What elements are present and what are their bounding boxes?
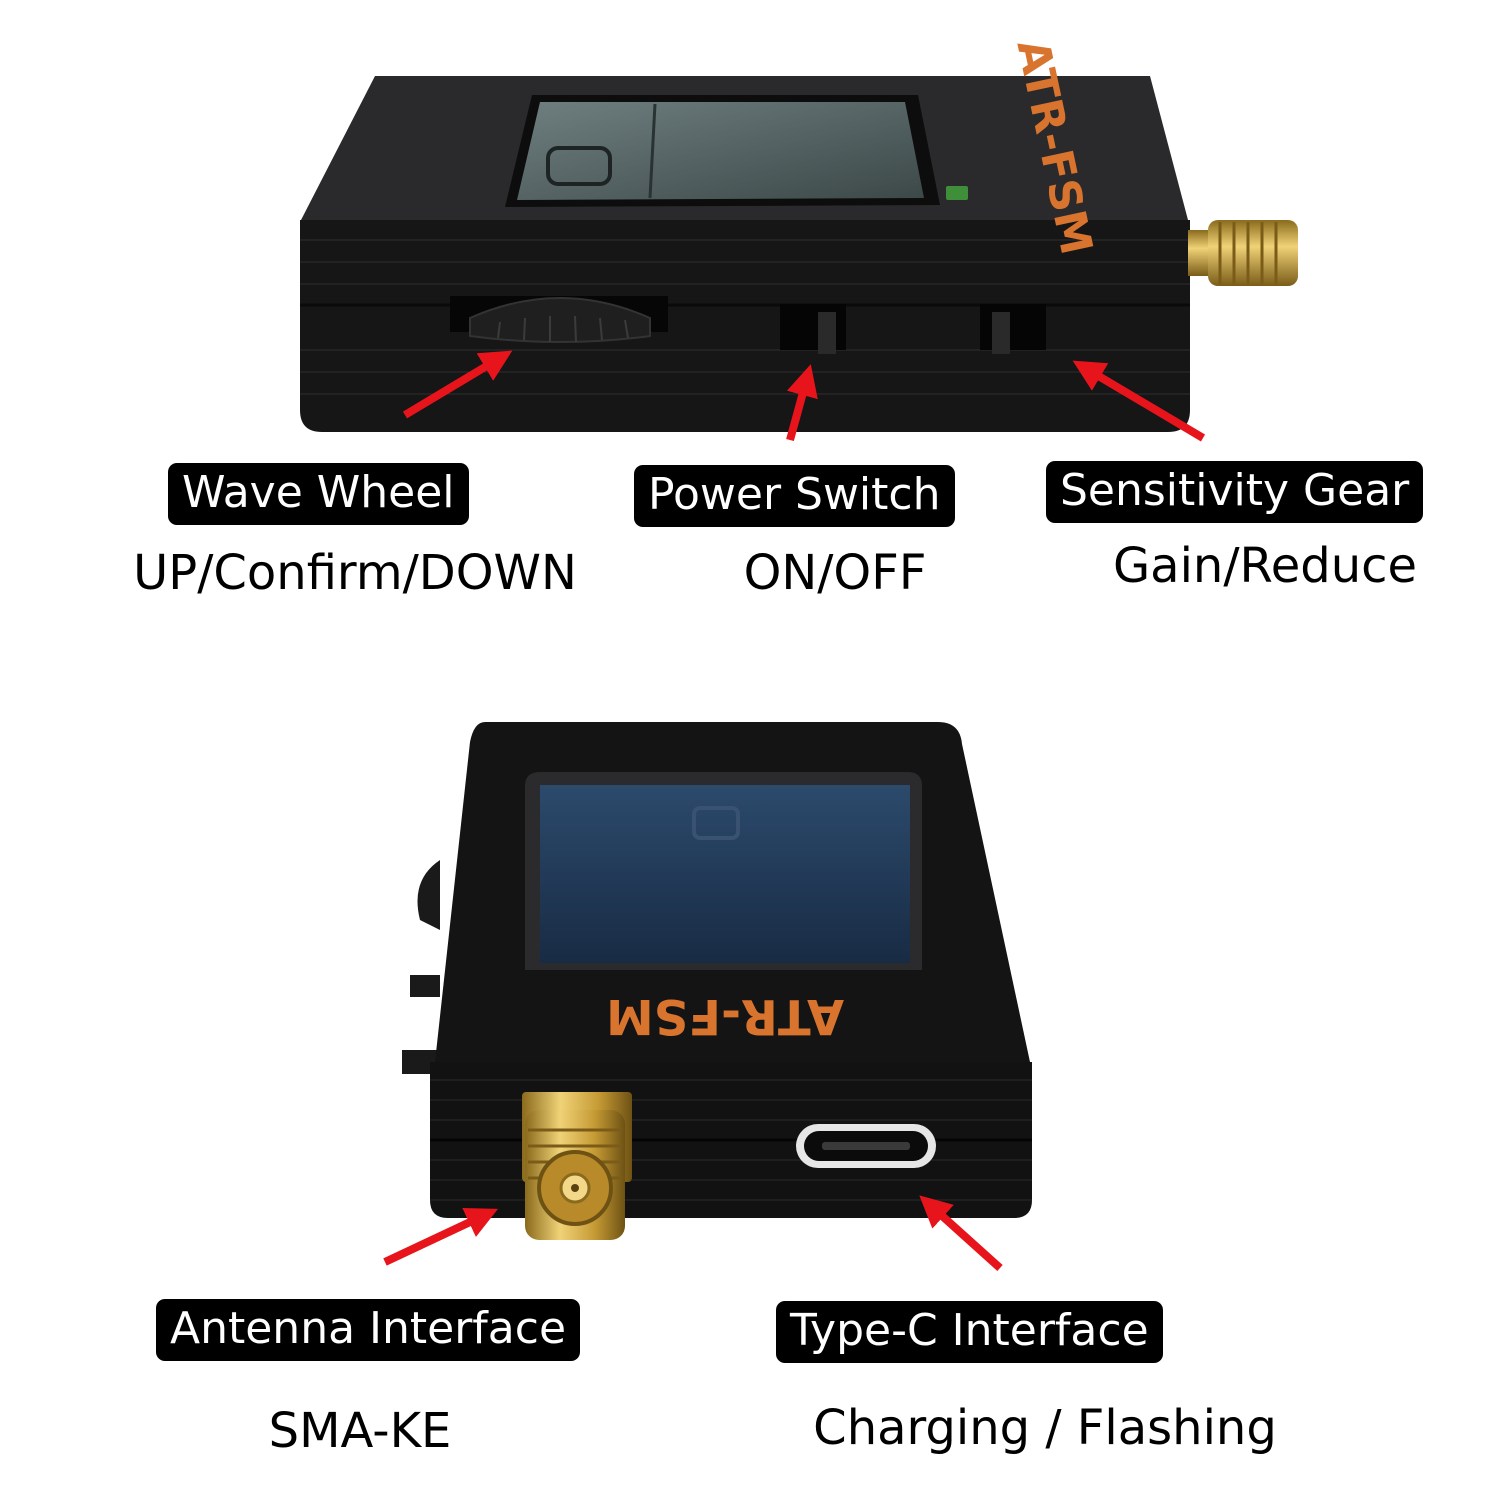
wave-wheel-side	[417, 860, 440, 930]
sensitivity-gear-description: Gain/Reduce	[1112, 538, 1418, 594]
arrow-wave-wheel	[402, 350, 513, 419]
wave-wheel[interactable]	[469, 297, 651, 343]
arrow-sensitivity-gear	[1072, 360, 1206, 442]
screen	[517, 102, 924, 200]
wave-wheel-description: UP/Confirm/DOWN	[133, 545, 577, 601]
antenna-interface-title: Antenna Interface	[156, 1299, 581, 1361]
arrow-type-c-interface	[919, 1195, 1003, 1271]
bottom-device: ATR-FSM	[402, 722, 1032, 1240]
top-device: ATR-FSM	[300, 35, 1298, 432]
screen-icon	[692, 806, 740, 840]
power-switch-description: ON/OFF	[743, 545, 927, 601]
antenna-connector-top	[1188, 220, 1298, 286]
antenna-interface-connector	[522, 1092, 632, 1240]
type-c-interface-description: Charging / Flashing	[813, 1400, 1277, 1456]
arrow-power-switch	[786, 364, 818, 442]
sensitivity-gear-knob[interactable]	[992, 312, 1010, 354]
arrow-antenna-interface	[383, 1208, 499, 1266]
screen	[540, 785, 910, 963]
wave-wheel-title: Wave Wheel	[168, 463, 469, 525]
type-c-interface-title: Type-C Interface	[776, 1301, 1163, 1363]
screen-icon	[546, 146, 612, 186]
sensitivity-gear-title: Sensitivity Gear	[1046, 461, 1424, 523]
brand-logo-bottom: ATR-FSM	[606, 988, 844, 1044]
power-switch-slot	[780, 304, 846, 350]
sensitivity-gear-slot	[980, 304, 1046, 350]
power-switch-knob[interactable]	[818, 312, 836, 354]
antenna-interface-description: SMA-KE	[268, 1403, 452, 1459]
power-switch-title: Power Switch	[634, 465, 955, 527]
